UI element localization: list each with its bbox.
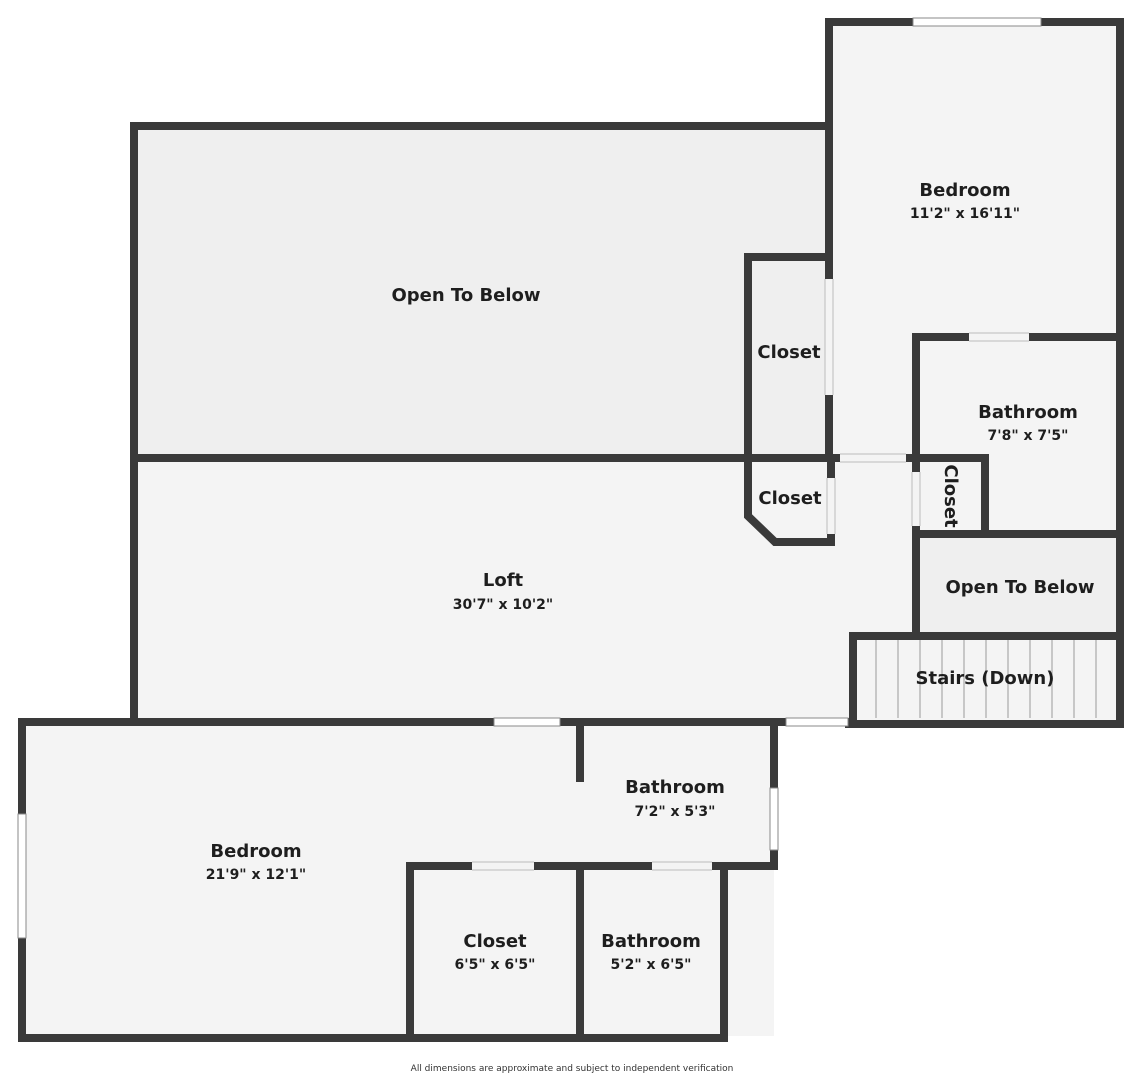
opening-bathroom-top	[969, 333, 1029, 341]
closet-lower-area	[410, 866, 580, 1036]
opening-bathroom-small-top	[652, 862, 712, 870]
bathroom-small-area	[582, 866, 722, 1036]
door-openings	[472, 279, 1029, 870]
window-loft-bottom-left	[493, 717, 561, 727]
room-dims-bathroom-right: 7'8" x 7'5"	[988, 428, 1069, 444]
room-name-bedroom-lower: Bedroom	[210, 841, 301, 862]
room-dims-loft: 30'7" x 10'2"	[453, 597, 553, 613]
loft-area	[137, 460, 915, 722]
room-dims-bedroom-lower: 21'9" x 12'1"	[206, 867, 306, 883]
room-name-closet-vertical: Closet	[940, 464, 961, 528]
opening-closet-vertical	[912, 472, 920, 526]
room-name-bathroom-lower: Bathroom	[625, 777, 725, 798]
room-dims-bathroom-small: 5'2" x 6'5"	[611, 957, 692, 973]
disclaimer-text: All dimensions are approximate and subje…	[410, 1064, 734, 1074]
stair-treads	[875, 640, 1097, 718]
room-name-bedroom-upper: Bedroom	[919, 180, 1010, 201]
opening-closet-middle	[827, 478, 835, 534]
room-fills	[24, 24, 1120, 1036]
room-name-closet-upper: Closet	[757, 342, 821, 363]
room-dims-closet-lower: 6'5" x 6'5"	[455, 957, 536, 973]
window-loft-bottom-right	[785, 717, 849, 727]
room-name-open-to-below-small: Open To Below	[945, 577, 1094, 598]
room-dims-bedroom-upper: 11'2" x 16'11"	[910, 206, 1020, 222]
room-name-bathroom-right: Bathroom	[978, 402, 1078, 423]
windows	[17, 17, 1042, 939]
open-to-below-main-area	[137, 128, 829, 458]
walls	[18, 18, 1124, 1042]
room-labels: Open To Below Bedroom 11'2" x 16'11" Clo…	[206, 180, 1095, 973]
window-bedroom-west	[17, 813, 27, 939]
window-bathroom-lower-east	[769, 787, 779, 851]
opening-closet-lower-top	[472, 862, 534, 870]
room-name-bathroom-small: Bathroom	[601, 931, 701, 952]
opening-hall-top	[840, 454, 906, 462]
opening-bedroom-to-closet	[825, 279, 833, 395]
room-name-stairs: Stairs (Down)	[916, 668, 1055, 689]
open-to-below-small-area	[918, 536, 1118, 634]
room-name-closet-lower: Closet	[463, 931, 527, 952]
opening-edges	[472, 279, 1029, 871]
bathroom-right-area	[918, 340, 1118, 532]
room-name-open-to-below-main: Open To Below	[391, 285, 540, 306]
room-name-closet-middle: Closet	[758, 488, 822, 509]
room-dims-bathroom-lower: 7'2" x 5'3"	[635, 804, 716, 820]
window-top-bedroom	[912, 17, 1042, 27]
room-name-loft: Loft	[483, 570, 524, 591]
